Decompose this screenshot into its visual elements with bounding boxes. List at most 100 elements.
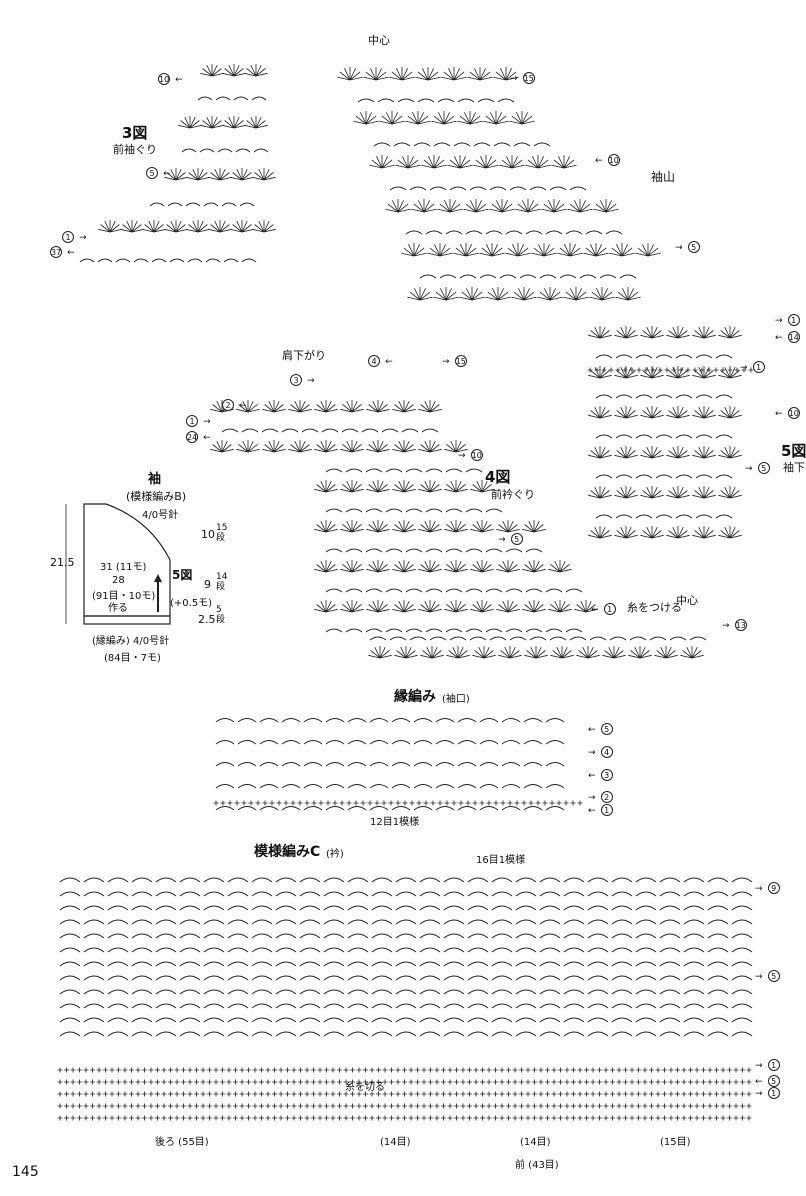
fig4-fan <box>314 520 338 533</box>
sleeve-cap-fan <box>405 111 431 125</box>
sleeve-cap-fan <box>427 243 453 257</box>
pattern-c-arch <box>371 933 393 939</box>
pattern-c-arch <box>227 947 249 953</box>
pattern-c-arch <box>707 1003 729 1009</box>
fig4-fan <box>366 440 390 453</box>
pattern-c-arch <box>83 891 105 897</box>
sleeve-cap-arch <box>453 142 471 147</box>
fig4-fan <box>340 440 364 453</box>
pattern-c-arch <box>515 1017 537 1023</box>
fig5-arch <box>635 394 653 399</box>
edging-arch <box>237 806 257 811</box>
pattern-c-arch <box>179 975 201 981</box>
sleeve-schematic-bottom: (84目・7モ) <box>104 653 161 664</box>
fig4-fan <box>340 480 364 493</box>
fig4-fan <box>444 520 468 533</box>
pattern-c-arch <box>347 877 369 883</box>
fig5-fan <box>718 326 742 339</box>
fig4-arch <box>345 588 363 593</box>
pattern-c-arch <box>179 989 201 995</box>
sleeve-cap-fan <box>411 199 437 213</box>
sleeve-cap-fan <box>431 111 457 125</box>
sleeve-cap-fan <box>515 199 541 213</box>
pattern-c-arch <box>731 891 753 897</box>
fig5-fan <box>692 326 716 339</box>
fig3-fan <box>244 64 268 77</box>
fig4-fan <box>496 520 520 533</box>
edging-arch <box>259 740 279 745</box>
fig4-bottom-arch <box>689 636 707 641</box>
pattern-c-arch <box>179 961 201 967</box>
fig3-arch <box>205 258 221 263</box>
pattern-c-arch <box>371 891 393 897</box>
pattern-c-arch <box>59 1017 81 1023</box>
fig4-bottom-fan <box>654 646 678 659</box>
fig5-fan <box>692 526 716 539</box>
pattern-c-arch <box>83 1003 105 1009</box>
fig5-arch <box>615 474 633 479</box>
fig4-bottom-arch <box>429 636 447 641</box>
pattern-c-arch <box>179 1031 201 1037</box>
edging-arch <box>325 740 345 745</box>
fig4-arch <box>485 548 503 553</box>
fig4-fan <box>444 600 468 613</box>
pattern-c-arch <box>635 877 657 883</box>
pattern-c-arch <box>515 919 537 925</box>
fig4-arch <box>405 468 423 473</box>
edging-arch <box>545 718 565 723</box>
edging-subtitle: (袖口) <box>442 694 470 705</box>
pattern-c-arch <box>395 947 417 953</box>
pattern-c-arch <box>635 919 657 925</box>
fig3-fan <box>164 220 188 233</box>
fig4-title: 4図 <box>485 468 511 486</box>
pattern-c-arch <box>731 905 753 911</box>
pattern-c-arch <box>731 1003 753 1009</box>
fig4-row-10: → 10 <box>458 449 483 461</box>
pattern-c-arch <box>323 877 345 883</box>
pattern-c-arch <box>443 947 465 953</box>
fig4-arch <box>565 588 583 593</box>
pattern-c-arch <box>539 1017 561 1023</box>
edging-row-3: ← 3 <box>588 763 613 782</box>
pattern-c-arch <box>443 1017 465 1023</box>
pattern-c-row-5: → 5 <box>755 964 780 983</box>
edging-arch <box>413 740 433 745</box>
pattern-c-arch <box>83 947 105 953</box>
pattern-c-arch <box>419 989 441 995</box>
sleeve-cap-fan <box>337 67 363 81</box>
pattern-c-arch <box>275 877 297 883</box>
pattern-c-arch <box>707 961 729 967</box>
sleeve-cap-fan <box>509 111 535 125</box>
sleeve-cap-arch <box>405 230 423 235</box>
fig5-fan <box>588 406 612 419</box>
pattern-c-arch <box>107 989 129 995</box>
pattern-c-arch <box>707 877 729 883</box>
sleeve-arrow-head <box>154 574 162 582</box>
sleeve-cap-fan <box>385 199 411 213</box>
sleeve-cap-arch <box>497 98 515 103</box>
pattern-c-arch <box>467 891 489 897</box>
edging-arch <box>523 740 543 745</box>
sleeve-cap-fan <box>457 111 483 125</box>
fig4-bottom-arch <box>649 636 667 641</box>
edging-arch <box>369 740 389 745</box>
pattern-c-arch <box>683 1017 705 1023</box>
edging-arch <box>369 718 389 723</box>
pattern-c-arch <box>323 919 345 925</box>
sleeve-schematic-seg25-rows: 5段 <box>216 605 226 625</box>
edging-arch <box>215 806 235 811</box>
pattern-c-arch <box>299 933 321 939</box>
sleeve-cap-arch <box>519 274 537 279</box>
fig3-fan <box>208 168 232 181</box>
edging-arch <box>479 718 499 723</box>
pattern-c-arch <box>683 919 705 925</box>
fig4-arch <box>425 468 443 473</box>
fig3-arch <box>185 202 201 207</box>
pattern-c-arch <box>227 961 249 967</box>
pattern-c-arch <box>635 905 657 911</box>
fig5-arch <box>675 474 693 479</box>
pattern-c-arch <box>707 919 729 925</box>
sleeve-cap-fan <box>615 287 641 301</box>
pattern-c-arch <box>251 919 273 925</box>
fig5-subtitle: 袖下 <box>783 461 805 474</box>
